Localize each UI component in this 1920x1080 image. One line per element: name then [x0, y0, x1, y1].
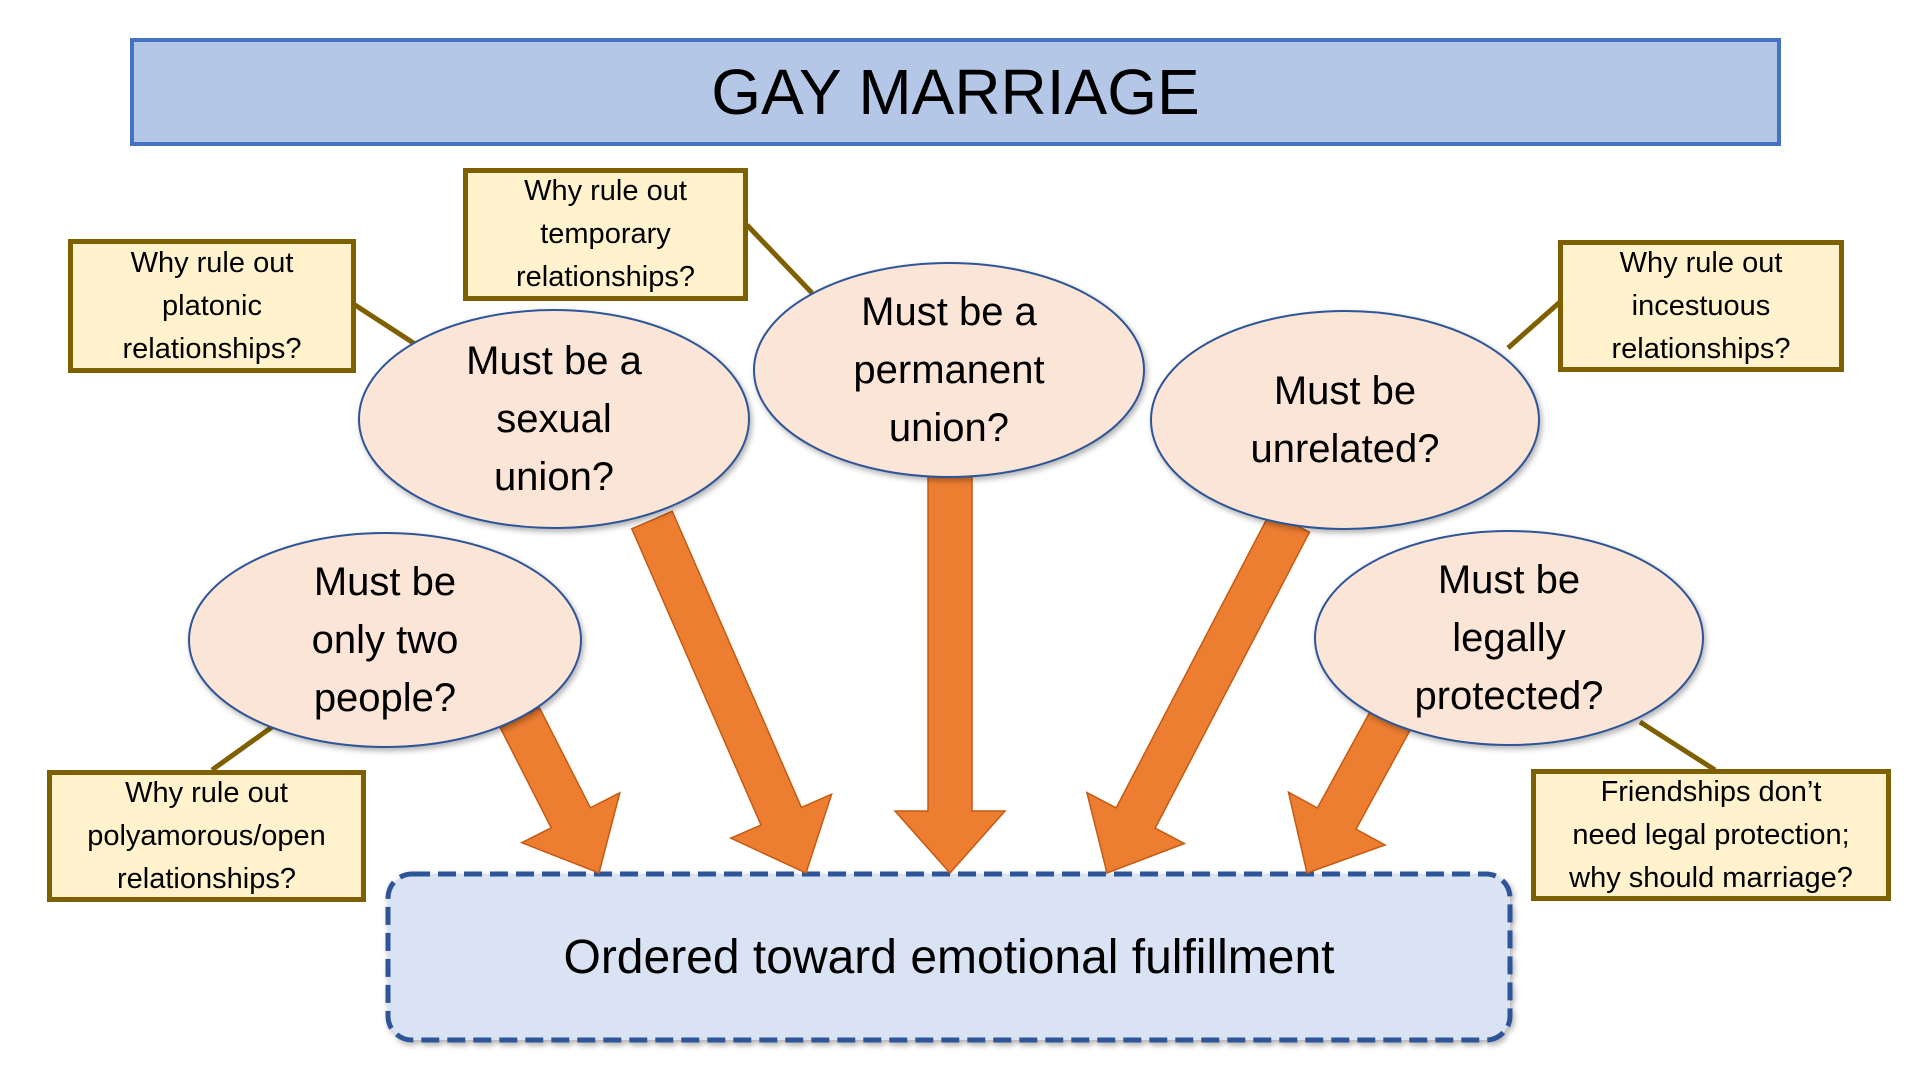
target-box — [385, 871, 1513, 1043]
callout-line: Friendships don’t — [1600, 775, 1822, 808]
node-line: people? — [313, 676, 457, 720]
node-unrelated: Must be unrelated? — [1151, 311, 1539, 529]
node-permanent-union-shape — [753, 262, 1145, 478]
connector-friendships — [1638, 719, 1717, 773]
callout-line: relationships? — [117, 862, 296, 895]
page-title: GAY MARRIAGE — [711, 56, 1200, 128]
callout-line: relationships? — [516, 261, 695, 293]
node-line: Must be — [1273, 369, 1417, 413]
connector-polyamorous — [210, 724, 274, 773]
connector-incestuous — [1506, 300, 1562, 350]
node-line: Must be a — [466, 339, 642, 383]
callout-line: polyamorous/open — [87, 819, 326, 852]
node-line: legally — [1452, 616, 1566, 660]
callout-line: why should marriage? — [1569, 861, 1853, 894]
node-line: sexual — [496, 397, 612, 441]
callout-line: Why rule out — [130, 246, 294, 279]
callout-line: need legal protection; — [1572, 818, 1850, 851]
node-line: Must be — [313, 560, 457, 604]
node-line: unrelated? — [1250, 427, 1440, 471]
callout-line: incestuous — [1631, 289, 1771, 322]
arrow-unrelated — [1085, 510, 1311, 875]
callout-line: Why rule out — [125, 776, 288, 809]
arrow-permanent-union — [893, 475, 1007, 875]
callout-line: temporary — [540, 218, 671, 250]
arrows-group — [499, 475, 1416, 875]
node-line: permanent — [853, 348, 1045, 392]
callout-friendships: Friendships don’t need legal protection;… — [1531, 769, 1891, 901]
node-two-people: Must be only two people? — [189, 533, 581, 747]
node-line: Must be a — [861, 290, 1037, 334]
connector-temporary — [745, 223, 814, 295]
node-line: only two — [311, 618, 459, 662]
node-legally-protected-shape — [1314, 530, 1704, 746]
callout-platonic: Why rule out platonic relationships? — [68, 239, 356, 373]
node-sexual-union-shape — [358, 309, 750, 529]
node-unrelated-shape — [1150, 310, 1540, 530]
callout-line: relationships? — [1611, 332, 1791, 365]
connector-platonic — [353, 302, 417, 347]
arrow-two-people — [499, 706, 621, 875]
callout-incestuous: Why rule out incestuous relationships? — [1558, 240, 1844, 372]
node-line: union? — [493, 455, 615, 499]
callout-line: Why rule out — [524, 175, 687, 207]
callout-line: platonic — [162, 289, 262, 322]
arrow-legally-protected — [1287, 700, 1416, 874]
callout-line: relationships? — [122, 332, 302, 365]
arrow-sexual-union — [630, 510, 833, 875]
callout-temporary: Why rule out temporary relationships? — [463, 168, 748, 301]
node-permanent-union: Must be a permanent union? — [754, 263, 1144, 477]
node-line: protected? — [1414, 674, 1604, 718]
node-line: Must be — [1437, 558, 1581, 602]
node-line: union? — [888, 406, 1010, 450]
callout-line: Why rule out — [1619, 246, 1783, 279]
node-sexual-union: Must be a sexual union? — [359, 310, 749, 528]
target-label: Ordered toward emotional fulfillment — [563, 930, 1335, 984]
callout-polyamorous: Why rule out polyamorous/open relationsh… — [47, 770, 366, 902]
title-banner: GAY MARRIAGE — [130, 38, 1781, 146]
node-legally-protected: Must be legally protected? — [1315, 531, 1703, 745]
node-two-people-shape — [188, 532, 582, 748]
